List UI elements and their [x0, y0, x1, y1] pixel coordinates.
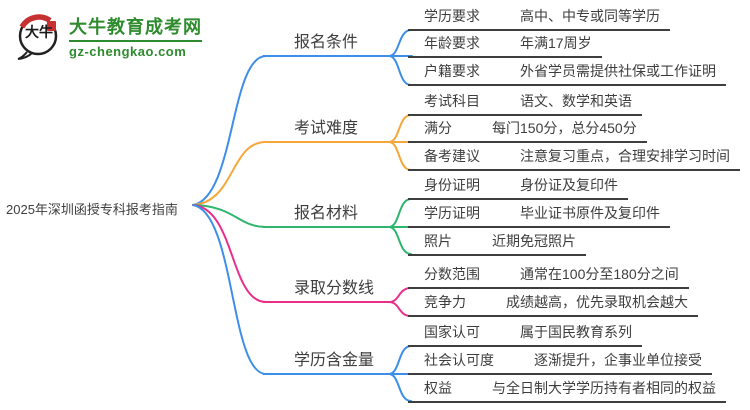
leaf-label: 学历证明 — [424, 205, 480, 221]
leaf-label: 考试科目 — [424, 93, 480, 109]
leaf-value: 每门150分，总分450分 — [492, 120, 637, 136]
leaf-row-age-requirement: 年龄要求 年满17周岁 — [408, 35, 602, 58]
leaf-label: 国家认可 — [424, 324, 480, 340]
leaf-value: 通常在100分至180分之间 — [520, 266, 679, 282]
leaf-value: 年满17周岁 — [520, 35, 592, 51]
leaf-label: 年龄要求 — [424, 35, 480, 51]
leaf-row-study-advice: 备考建议 注意复习重点，合理安排学习时间 — [408, 148, 740, 171]
site-url: gz-chengkao.com — [69, 44, 187, 59]
branch-registration-materials: 报名材料 — [263, 204, 390, 228]
branch-admission-score-line: 录取分数线 — [263, 279, 390, 303]
leaf-row-exam-subjects: 考试科目 语文、数学和英语 — [408, 93, 642, 116]
daniu-logo-icon: 大牛 — [17, 14, 58, 60]
leaf-label: 分数范围 — [424, 266, 480, 282]
leaf-row-education-proof: 学历证明 毕业证书原件及复印件 — [408, 205, 670, 228]
leaf-label: 身份证明 — [424, 177, 480, 193]
branch-exam-difficulty: 考试难度 — [263, 119, 390, 143]
branch-registration-conditions: 报名条件 — [263, 33, 390, 57]
leaf-label: 照片 — [424, 233, 452, 249]
leaf-label: 满分 — [424, 120, 452, 136]
leaf-value: 外省学员需提供社保或工作证明 — [520, 63, 716, 79]
leaf-row-rights: 权益 与全日制大学学历持有者相同的权益 — [408, 380, 726, 403]
leaf-row-identity-proof: 身份证明 身份证及复印件 — [408, 177, 628, 200]
central-topic: 2025年深圳函授专科报考指南 — [6, 202, 178, 217]
leaf-row-education-requirement: 学历要求 高中、中专或同等学历 — [408, 8, 670, 31]
logo-divider — [69, 40, 202, 42]
leaf-label: 权益 — [424, 380, 452, 396]
leaf-row-photo: 照片 近期免冠照片 — [408, 233, 586, 256]
logo-icon-text: 大牛 — [25, 24, 53, 40]
leaf-value: 毕业证书原件及复印件 — [520, 205, 660, 221]
leaf-value: 与全日制大学学历持有者相同的权益 — [492, 380, 716, 396]
site-logo: 大牛 大牛教育成考网 gz-chengkao.com — [13, 12, 202, 60]
leaf-value: 属于国民教育系列 — [520, 324, 632, 340]
leaf-value: 语文、数学和英语 — [520, 93, 632, 109]
leaf-label: 学历要求 — [424, 8, 480, 24]
leaf-row-competitiveness: 竞争力 成绩越高，优先录取机会越大 — [408, 294, 698, 317]
leaf-label: 社会认可度 — [424, 352, 494, 368]
leaf-label: 户籍要求 — [424, 63, 480, 79]
branch-degree-value: 学历含金量 — [263, 351, 390, 375]
leaf-value: 注意复习重点，合理安排学习时间 — [520, 148, 730, 164]
logo-text-block: 大牛教育成考网 gz-chengkao.com — [69, 13, 202, 59]
leaf-value: 身份证及复印件 — [520, 177, 618, 193]
leaf-value: 逐渐提升，企事业单位接受 — [534, 352, 702, 368]
leaf-label: 竞争力 — [424, 294, 466, 310]
leaf-row-residence-requirement: 户籍要求 外省学员需提供社保或工作证明 — [408, 63, 726, 86]
leaf-row-score-range: 分数范围 通常在100分至180分之间 — [408, 266, 689, 289]
leaf-value: 近期免冠照片 — [492, 233, 576, 249]
leaf-row-full-score: 满分 每门150分，总分450分 — [408, 120, 647, 143]
leaf-row-national-recognition: 国家认可 属于国民教育系列 — [408, 324, 642, 347]
leaf-label: 备考建议 — [424, 148, 480, 164]
leaf-value: 高中、中专或同等学历 — [520, 8, 660, 24]
site-name: 大牛教育成考网 — [69, 17, 202, 37]
leaf-row-social-recognition: 社会认可度 逐渐提升，企事业单位接受 — [408, 352, 712, 375]
leaf-value: 成绩越高，优先录取机会越大 — [506, 294, 688, 310]
